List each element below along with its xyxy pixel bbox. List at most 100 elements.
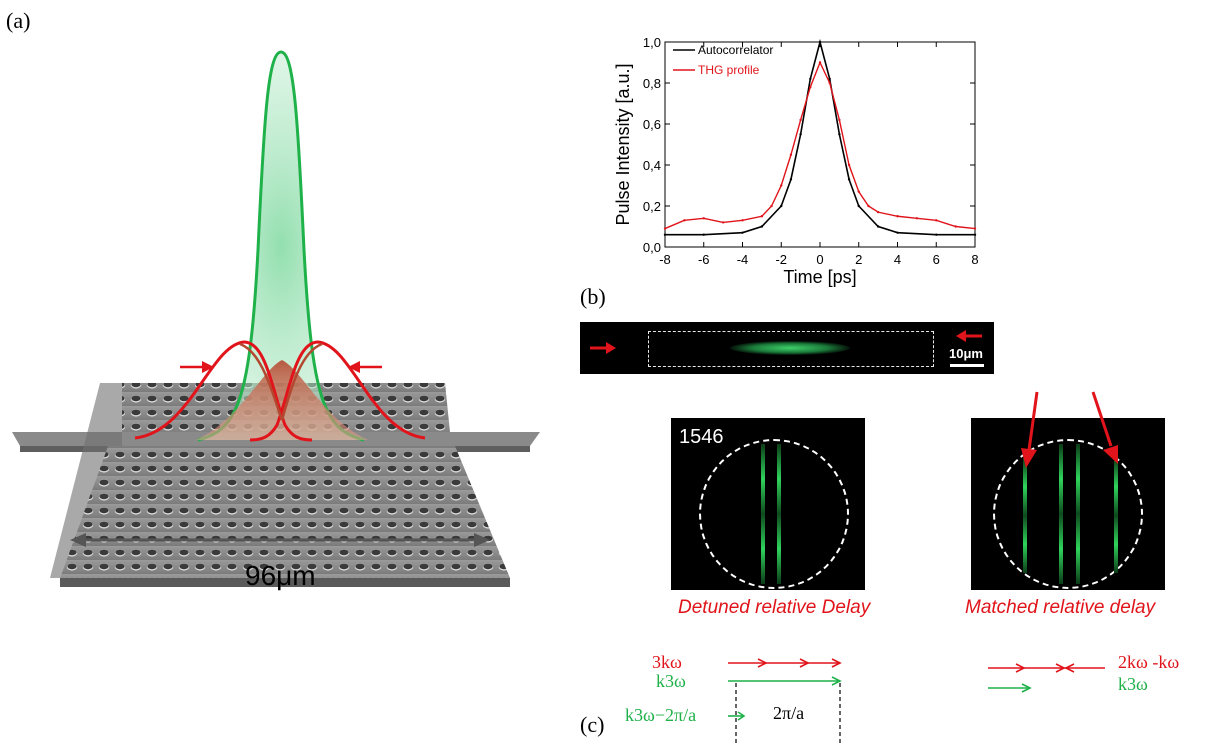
- wavelength-label: 1546: [679, 426, 724, 448]
- data-point: [770, 204, 773, 208]
- x-tick-label: -8: [659, 252, 671, 267]
- data-point: [663, 227, 667, 230]
- data-point: [702, 217, 705, 220]
- x-tick-label: -2: [775, 252, 787, 267]
- data-point: [876, 225, 880, 228]
- green-pulse-fill: [198, 52, 364, 440]
- y-tick-label: 0,6: [643, 117, 661, 132]
- data-point: [838, 133, 841, 136]
- far-field-image-matched: [971, 418, 1165, 590]
- data-point: [780, 184, 783, 187]
- data-point: [915, 217, 919, 220]
- x-tick-label: -4: [737, 252, 749, 267]
- x-tick-label: -6: [698, 252, 710, 267]
- waveguide-outline: [648, 331, 934, 367]
- data-point: [847, 163, 851, 167]
- x-tick-label: 0: [816, 252, 823, 267]
- data-point: [896, 215, 899, 218]
- label-2k-minus-k: 2kω -kω: [1118, 652, 1180, 672]
- data-point: [867, 204, 870, 208]
- data-point: [857, 204, 860, 208]
- diffraction-line: [1059, 444, 1063, 584]
- detuned-caption: Detuned relative Delay: [678, 597, 871, 618]
- data-point: [741, 231, 744, 234]
- side-order-arrows: [1021, 391, 1118, 468]
- scale-bar-label: 10μm: [949, 346, 983, 361]
- y-tick-label: 0,2: [643, 199, 661, 214]
- x-tick-label: 6: [933, 252, 940, 267]
- data-point: [780, 204, 783, 208]
- data-point: [809, 85, 812, 89]
- data-point: [847, 178, 851, 181]
- data-point: [721, 221, 725, 224]
- data-point: [828, 77, 831, 81]
- data-point: [760, 215, 764, 218]
- overlap-region: [196, 360, 368, 440]
- data-point: [760, 225, 764, 228]
- data-point: [799, 133, 802, 136]
- diffraction-line: [1114, 458, 1118, 573]
- left-inward-arrow: [180, 361, 214, 373]
- panel-label-c: (c): [580, 712, 605, 737]
- left-input-arrow: [590, 342, 616, 354]
- label-k-3omega: k3ω: [656, 671, 686, 691]
- legend-label: THG profile: [698, 63, 760, 77]
- thg-emission-spot: [730, 341, 850, 355]
- series-line-thg-profile: [664, 60, 976, 230]
- aperture-circle: [993, 439, 1143, 589]
- x-tick-label: 2: [855, 252, 862, 267]
- data-point: [702, 233, 705, 236]
- photonic-crystal-illustration: [12, 50, 540, 587]
- waveguide-micrograph: 10μm: [580, 322, 994, 374]
- label-k-3omega-minus-g: k3ω−2π/a: [625, 705, 697, 725]
- data-point: [663, 233, 667, 236]
- x-tick-label: 8: [971, 252, 978, 267]
- data-point: [857, 190, 860, 193]
- width-label: 96μm: [245, 560, 316, 591]
- y-tick-label: 0,0: [643, 240, 661, 255]
- scale-bar: [950, 364, 984, 367]
- data-point: [818, 40, 822, 44]
- data-point: [799, 118, 802, 122]
- y-tick-label: 0,4: [643, 158, 661, 173]
- data-point: [896, 231, 899, 234]
- panel-label-b: (b): [580, 284, 606, 309]
- panel-label-a: (a): [6, 8, 31, 33]
- diffraction-line: [1076, 444, 1080, 584]
- right-red-pulse: [249, 340, 426, 442]
- data-point: [789, 153, 793, 156]
- x-axis-label: Time [ps]: [783, 267, 856, 287]
- diffraction-line: [777, 444, 781, 584]
- width-dimension-arrow: [70, 533, 490, 547]
- y-axis-label: Pulse Intensity [a.u.]: [613, 63, 633, 225]
- data-point: [935, 233, 938, 236]
- legend-label: Autocorrelator: [698, 43, 773, 57]
- data-point: [838, 118, 841, 122]
- data-point: [954, 225, 957, 228]
- data-point: [809, 77, 812, 81]
- data-point: [935, 219, 938, 222]
- slab-front: [60, 446, 510, 578]
- data-point: [741, 219, 744, 222]
- diffraction-line: [1023, 458, 1027, 573]
- right-input-arrow: [956, 330, 982, 342]
- label-3k-omega: 3kω: [652, 652, 682, 672]
- y-tick-label: 1,0: [643, 35, 661, 50]
- data-point: [683, 219, 686, 222]
- matched-caption: Matched relative delay: [965, 597, 1156, 618]
- label-k-3omega-right: k3ω: [1118, 674, 1148, 694]
- phase-matching-diagram-detuned: [728, 658, 842, 744]
- label-reciprocal-lattice: 2π/a: [773, 703, 805, 723]
- data-point: [876, 210, 880, 214]
- diffraction-line: [761, 444, 765, 584]
- data-point: [828, 81, 831, 85]
- right-inward-arrow: [348, 361, 382, 373]
- x-tick-label: 4: [894, 252, 901, 267]
- aperture-circle: [699, 439, 849, 589]
- data-point: [789, 178, 793, 181]
- green-pulse-outline: [197, 50, 365, 442]
- phase-matching-diagram-matched: [988, 663, 1105, 693]
- left-red-pulse: [134, 340, 313, 442]
- y-tick-label: 0,8: [643, 76, 661, 91]
